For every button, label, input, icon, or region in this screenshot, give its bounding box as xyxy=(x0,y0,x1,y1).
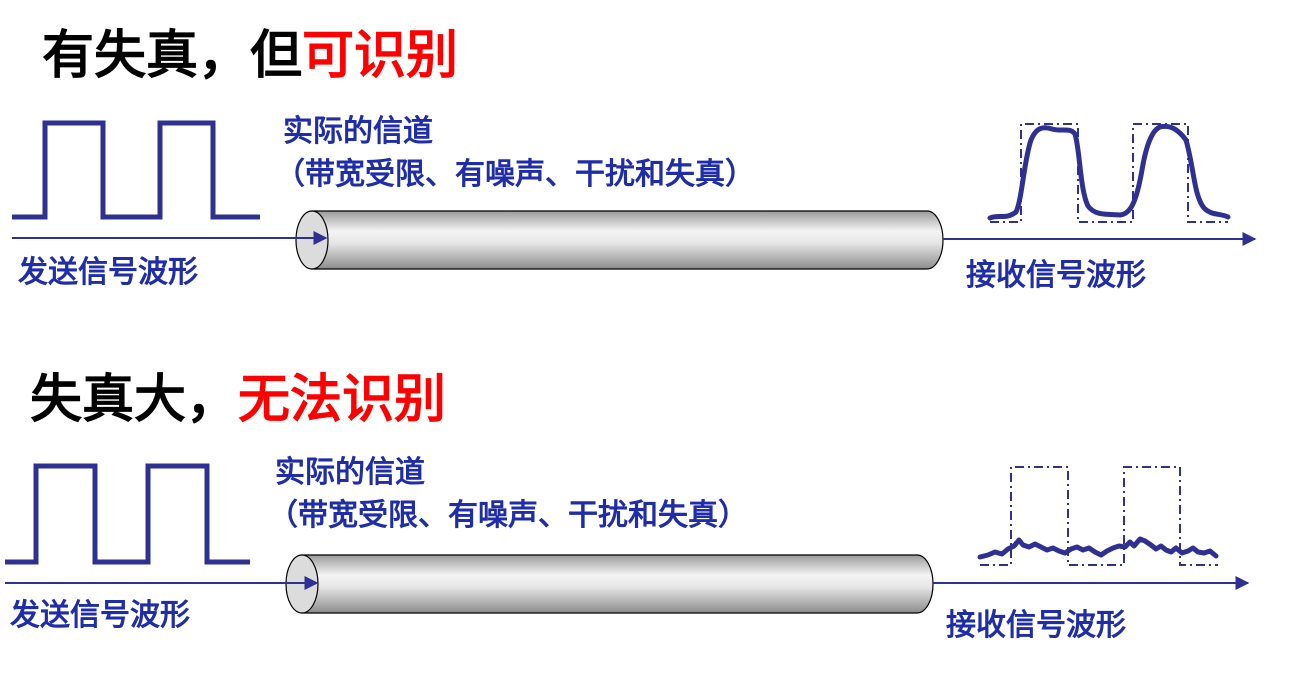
scenario-2-channel-cable xyxy=(285,554,934,614)
scenario-1-sent-square-wave xyxy=(12,120,260,220)
scenario-2-sent-square-wave xyxy=(5,463,250,565)
scenario-2-recv-label: 接收信号波形 xyxy=(946,608,1126,643)
scenario-1-reference-pulses xyxy=(990,123,1228,223)
scenario-2-channel-properties: （带宽受限、有噪声、干扰和失真） xyxy=(268,498,748,533)
scenario-1-send-label: 发送信号波形 xyxy=(18,255,198,290)
scenario-2-reference-pulses xyxy=(980,466,1218,566)
scenario-2-received-wave xyxy=(977,536,1219,560)
scenario-2-title-prefix: 失真大， xyxy=(30,370,239,430)
scenario-2-channel-name: 实际的信道 xyxy=(275,455,425,490)
scenario-1-title-highlight: 可识别 xyxy=(302,26,459,86)
scenario-1-title-prefix: 有失真，但 xyxy=(42,26,303,86)
scenario-2-title-highlight: 无法识别 xyxy=(238,370,447,430)
scenario-1-channel-name: 实际的信道 xyxy=(283,114,433,149)
scenario-1-title: 有失真，但可识别 xyxy=(42,30,458,82)
scenario-1-channel-cable xyxy=(295,210,944,270)
scenario-2-send-label: 发送信号波形 xyxy=(10,598,190,633)
scenario-1-channel-properties: （带宽受限、有噪声、干扰和失真） xyxy=(275,157,755,192)
scenario-1-received-wave xyxy=(987,123,1231,221)
scenario-1-recv-label: 接收信号波形 xyxy=(966,258,1146,293)
scenario-2-title: 失真大，无法识别 xyxy=(30,374,446,426)
